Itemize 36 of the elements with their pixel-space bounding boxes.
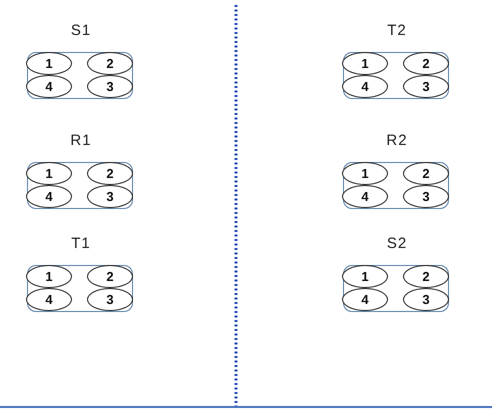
pin-circle: 3 xyxy=(403,75,449,98)
connector-group xyxy=(343,22,451,102)
group-heading: R2 xyxy=(385,132,409,150)
pin-circle: 1 xyxy=(342,265,388,288)
connector-group xyxy=(27,235,135,315)
pin-circle: 3 xyxy=(87,75,133,98)
pin-circle: 1 xyxy=(26,265,72,288)
group-heading: S2 xyxy=(386,235,408,253)
pin-circle: 2 xyxy=(403,265,449,288)
pin-circle: 4 xyxy=(342,75,388,98)
connector-group xyxy=(27,22,135,102)
connector-group xyxy=(343,132,451,212)
group-heading: R1 xyxy=(69,132,93,150)
pin-circle: 4 xyxy=(26,75,72,98)
pin-circle: 4 xyxy=(26,288,72,311)
connector-group xyxy=(27,132,135,212)
pin-circle: 4 xyxy=(342,185,388,208)
pin-circle: 3 xyxy=(87,288,133,311)
pin-circle: 2 xyxy=(403,52,449,75)
pin-circle: 2 xyxy=(87,52,133,75)
pin-circle: 4 xyxy=(342,288,388,311)
pin-circle: 3 xyxy=(403,288,449,311)
pin-circle: 1 xyxy=(26,52,72,75)
group-heading: S1 xyxy=(70,22,92,40)
pin-circle: 1 xyxy=(342,162,388,185)
pin-circle: 1 xyxy=(342,52,388,75)
pin-circle: 3 xyxy=(403,185,449,208)
pin-circle: 1 xyxy=(26,162,72,185)
connector-group xyxy=(343,235,451,315)
pin-circle: 2 xyxy=(403,162,449,185)
pin-circle: 4 xyxy=(26,185,72,208)
pin-circle: 3 xyxy=(87,185,133,208)
pin-circle: 2 xyxy=(87,265,133,288)
group-heading: T1 xyxy=(70,235,92,253)
group-heading: T2 xyxy=(386,22,408,40)
pin-circle: 2 xyxy=(87,162,133,185)
